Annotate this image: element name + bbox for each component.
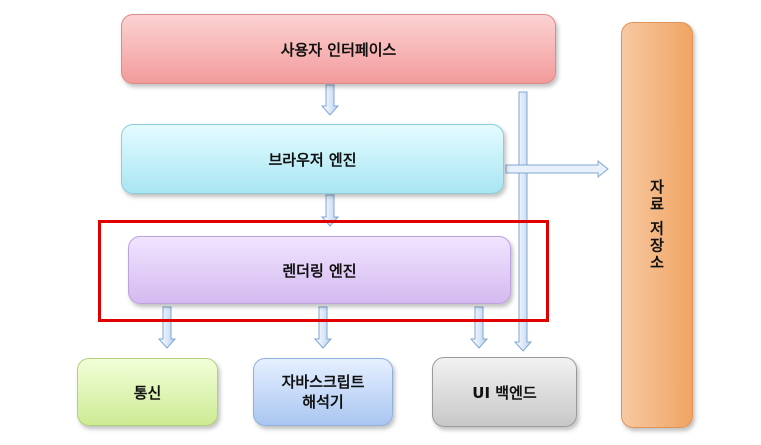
arrow-browser-to-storage [505, 159, 609, 179]
js-interpreter-box: 자바스크립트 해석기 [253, 358, 393, 426]
rendering-engine-label: 렌더링 엔진 [282, 261, 357, 280]
js-interpreter-label-line2: 해석기 [302, 393, 344, 411]
arrow-rendering-to-uibackend [469, 306, 489, 349]
rendering-engine-box: 렌더링 엔진 [128, 236, 511, 304]
networking-box: 통신 [77, 358, 218, 426]
arrow-ui-to-browser [320, 84, 340, 116]
user-interface-box: 사용자 인터페이스 [121, 14, 556, 84]
arrow-rendering-to-networking [157, 306, 177, 349]
js-interpreter-label-line1: 자바스크립트 [281, 373, 365, 391]
browser-engine-label: 브라우저 엔진 [268, 150, 357, 169]
data-storage-label: 자료 저장소 [647, 178, 666, 272]
browser-engine-box: 브라우저 엔진 [121, 124, 504, 194]
arrow-rendering-to-js [313, 306, 333, 349]
rendering-engine-highlight [98, 220, 549, 322]
ui-backend-box: UI 백엔드 [432, 357, 577, 427]
data-storage-box: 자료 저장소 [621, 22, 693, 428]
networking-label: 통신 [133, 383, 162, 402]
ui-backend-label: UI 백엔드 [472, 383, 537, 402]
user-interface-label: 사용자 인터페이스 [280, 40, 397, 59]
